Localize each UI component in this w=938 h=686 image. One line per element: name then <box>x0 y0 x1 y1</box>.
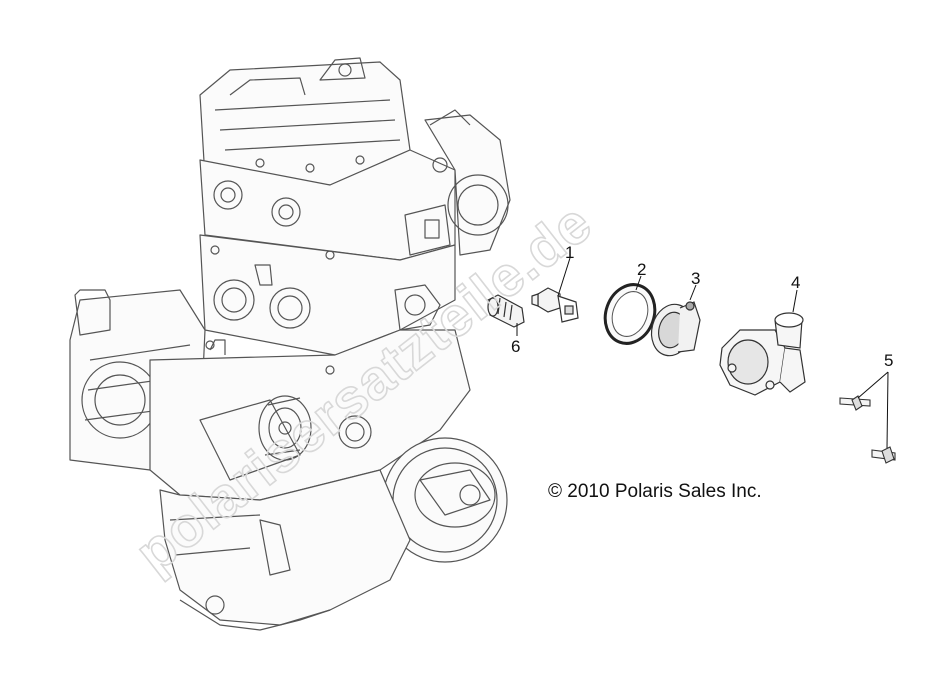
leader-2 <box>635 275 642 291</box>
part-5-bolts <box>839 395 896 464</box>
callout-1: 1 <box>565 243 574 262</box>
part-2-seal-ring <box>603 283 657 345</box>
callout-5: 5 <box>884 351 893 370</box>
copyright-notice: © 2010 Polaris Sales Inc. <box>548 481 762 502</box>
engine-assembly <box>69 57 511 631</box>
callout-2: 2 <box>637 260 646 279</box>
leader-5b <box>886 371 889 449</box>
part-4-thermostat-housing <box>719 312 806 396</box>
part-1-temperature-sensor <box>531 287 579 323</box>
callout-4: 4 <box>791 273 800 292</box>
part-3-thermostat <box>650 301 701 357</box>
leader-1 <box>557 257 571 297</box>
callout-6: 6 <box>511 337 520 356</box>
leader-4 <box>792 289 798 313</box>
part-6-fitting <box>487 294 525 328</box>
callout-3: 3 <box>691 269 700 288</box>
leader-5a <box>857 371 889 399</box>
leader-3 <box>689 284 697 301</box>
